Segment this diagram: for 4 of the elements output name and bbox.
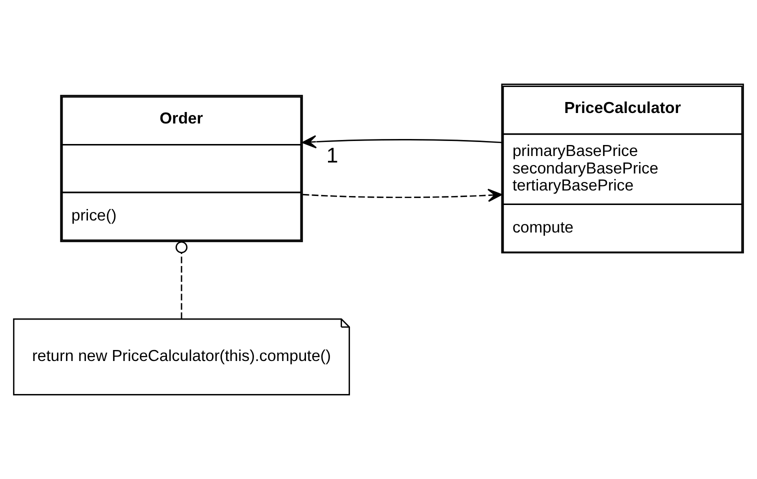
- arrow: [302, 135, 502, 148]
- connector: [176, 241, 188, 319]
- arrow: [302, 188, 502, 202]
- edge-label: 1: [326, 144, 338, 168]
